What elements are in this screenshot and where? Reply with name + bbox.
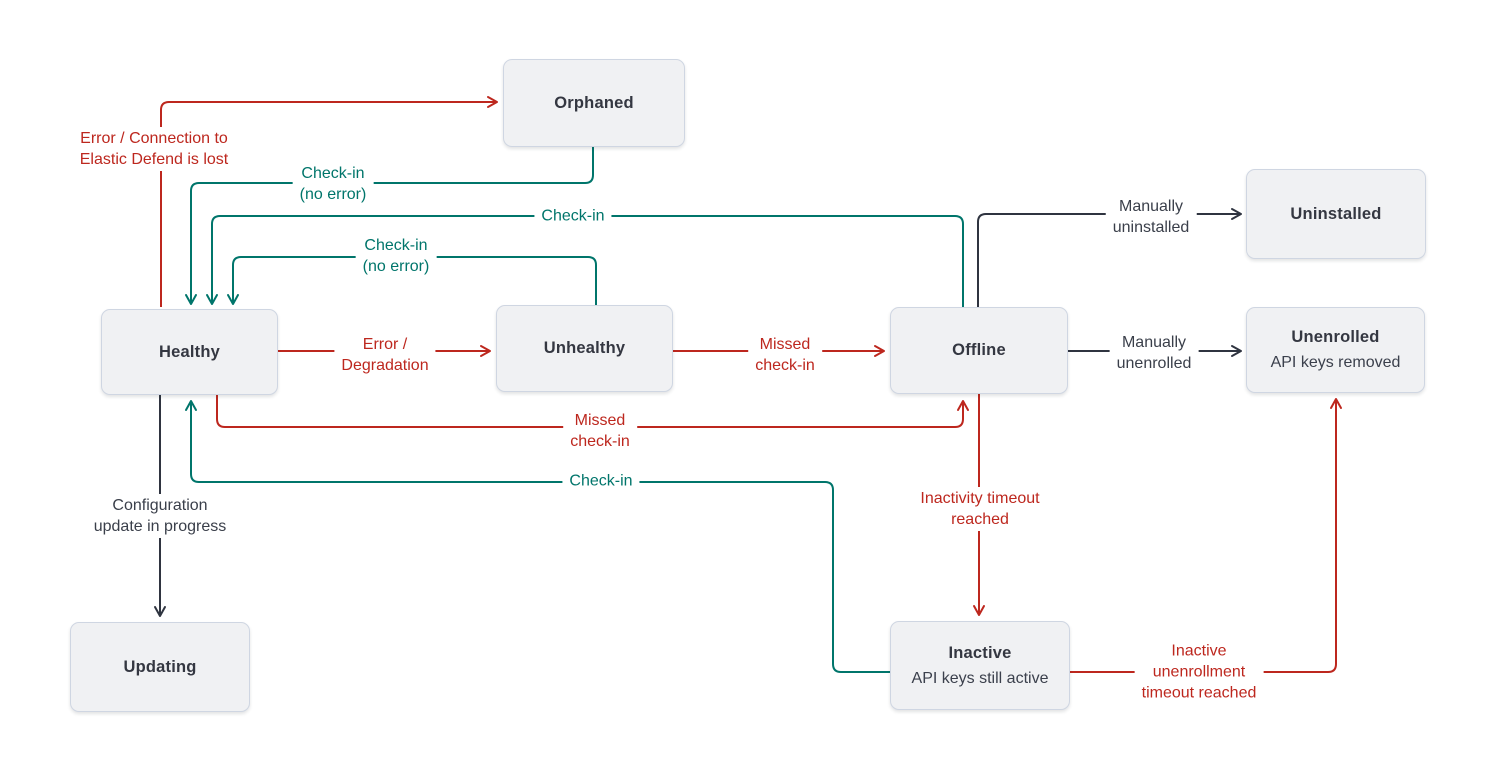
edge-label-missed-checkin-unhealthy: Missed check-in <box>748 333 822 377</box>
node-inactive: Inactive API keys still active <box>890 621 1070 710</box>
edge-label-checkin-inactive: Check-in <box>562 469 640 493</box>
edge-inactive-to-unenrolled <box>1070 398 1342 673</box>
node-inactive-title: Inactive <box>948 643 1012 662</box>
node-inactive-subtitle: API keys still active <box>911 669 1049 687</box>
edge-label-manually-uninstalled: Manually uninstalled <box>1105 195 1197 239</box>
edge-offline-to-uninstalled <box>977 208 1242 307</box>
edge-label-checkin-no-error-unhealthy: Check-in (no error) <box>355 234 437 278</box>
node-offline-title: Offline <box>952 341 1006 359</box>
edge-label-manually-unenrolled: Manually unenrolled <box>1109 331 1199 375</box>
node-unenrolled-subtitle: API keys removed <box>1270 354 1401 371</box>
node-unhealthy: Unhealthy <box>496 305 673 392</box>
node-unenrolled-title: Unenrolled <box>1291 328 1380 346</box>
node-uninstalled-title: Uninstalled <box>1290 204 1382 223</box>
node-unenrolled: Unenrolled API keys removed <box>1246 307 1425 393</box>
edge-label-error-degradation: Error / Degradation <box>334 333 436 377</box>
edge-label-inactivity-timeout: Inactivity timeout reached <box>913 487 1047 531</box>
node-healthy-title: Healthy <box>158 342 220 361</box>
node-uninstalled: Uninstalled <box>1246 169 1426 259</box>
node-offline: Offline <box>890 307 1068 394</box>
edge-inactive-to-healthy <box>185 400 890 673</box>
edge-label-checkin-offline: Check-in <box>534 204 612 228</box>
edge-label-inactive-unenrollment-timeout: Inactive unenrollment timeout reached <box>1134 639 1264 705</box>
edge-label-checkin-no-error-orphaned: Check-in (no error) <box>292 162 374 206</box>
edge-label-missed-checkin-healthy: Missed check-in <box>563 409 637 453</box>
node-updating-title: Updating <box>123 657 197 676</box>
node-healthy: Healthy <box>101 309 278 395</box>
edge-orphaned-to-healthy <box>185 147 594 305</box>
edge-healthy-to-orphaned <box>160 96 498 307</box>
node-orphaned: Orphaned <box>503 59 685 147</box>
edge-offline-to-healthy <box>206 215 964 307</box>
edge-label-configuration-update: Configuration update in progress <box>86 494 234 538</box>
edge-label-error-connection-lost: Error / Connection to Elastic Defend is … <box>72 127 236 171</box>
node-unhealthy-title: Unhealthy <box>543 339 626 357</box>
node-orphaned-title: Orphaned <box>554 93 634 112</box>
node-updating: Updating <box>70 622 250 712</box>
